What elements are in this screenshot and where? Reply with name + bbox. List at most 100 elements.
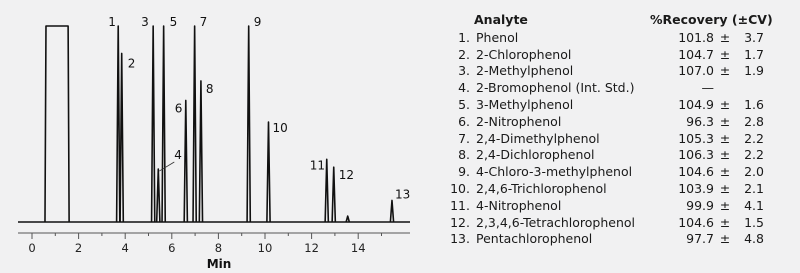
x-tick-label: 0 [28,241,35,255]
analyte-name: Phenol [476,29,519,45]
x-tick-label: 4 [122,241,129,255]
recovery-value: 103.9 [678,180,714,196]
table-row: 1. Phenol 101.8 ±3.7 [448,30,793,47]
peak-label-11: 11 [310,158,325,172]
peak-label-8: 8 [206,82,214,96]
table-body: 1. Phenol 101.8 ±3.7 2. 2-Chlorophenol 104.7 ±1… [448,30,793,248]
analyte-name: 2-Bromophenol (Int. Std.) [476,80,635,96]
plus-minus: ± [719,46,731,62]
peak-label-1: 1 [108,15,116,29]
cv-value: 1.6 [744,96,764,112]
row-number: 12. [450,214,470,230]
recovery-value: 99.9 [686,197,714,213]
peak-minor-12 [345,215,351,223]
plus-minus: ± [719,164,731,180]
analyte-name: Pentachlorophenol [476,231,593,247]
cv-value: 2.8 [744,113,764,129]
peak-label-4: 4 [174,148,182,162]
cv-value: 2.0 [744,164,764,180]
recovery-value: 105.3 [678,130,714,146]
header-recovery: %Recovery (±CV) [650,12,773,27]
analyte-name: 2,4-Dimethylphenol [476,130,600,146]
table-row: 13. Pentachlorophenol 97.7 ±4.8 [448,231,793,248]
table-row: 7. 2,4-Dimethylphenol 105.3 ±2.2 [448,131,793,148]
row-number: 1. [458,29,470,45]
analyte-name: 2-Nitrophenol [476,113,562,129]
row-number: 5. [458,96,470,112]
analyte-name: 3-Methylphenol [476,96,574,112]
row-number: 4. [458,80,470,96]
plus-minus: ± [719,147,731,163]
plus-minus: ± [719,113,731,129]
peak-5 [161,25,167,223]
x-tick-label: 12 [304,241,319,255]
row-number: 9. [458,164,470,180]
peak-1 [115,25,121,223]
plus-minus: ± [719,29,731,45]
peak-label-3: 3 [141,15,149,29]
peak-label-6: 6 [175,101,183,115]
recovery-value: — [701,80,715,96]
peak-label-9: 9 [254,15,262,29]
row-number: 8. [458,147,470,163]
analyte-name: 2-Chlorophenol [476,46,572,62]
recovery-value: 104.6 [678,214,714,230]
x-tick-label: 6 [168,241,175,255]
recovery-value: 101.8 [678,29,714,45]
cv-value: 1.9 [744,63,764,79]
peak-7 [192,25,198,223]
analyte-name: 2,3,4,6-Tetrachlorophenol [476,214,636,230]
peak-4-leader [159,161,175,172]
peak-6 [183,99,189,223]
plus-minus: ± [719,197,731,213]
recovery-value: 104.7 [678,46,714,62]
cv-value: 1.7 [744,46,764,62]
peak-10 [266,121,271,223]
cv-value: 4.1 [744,197,764,213]
x-axis-label: Min [207,257,232,271]
cv-value: 4.8 [744,231,764,247]
peak-11 [324,158,330,223]
row-number: 10. [450,180,470,196]
recovery-value: 97.7 [686,231,714,247]
peak-label-7: 7 [200,15,208,29]
plus-minus: ± [719,96,731,112]
analyte-name: 2,4,6-Trichlorophenol [476,180,607,196]
row-number: 2. [458,46,470,62]
recovery-value: 96.3 [686,113,714,129]
trace-layer [18,25,410,223]
recovery-value: 107.0 [678,63,714,79]
plus-minus: ± [719,130,731,146]
header-analyte: Analyte [474,12,528,27]
peak-3 [150,25,156,223]
row-number: 13. [450,231,470,247]
plus-minus: ± [719,231,731,247]
cv-value: 2.2 [744,130,764,146]
peak-8 [198,80,204,223]
peak-label-12: 12 [339,168,354,182]
cv-value: 3.7 [744,29,764,45]
recovery-value: 104.9 [678,96,714,112]
peak-label-10: 10 [272,121,287,135]
peak-2 [119,52,125,223]
peak-label-5: 5 [170,15,178,29]
row-number: 7. [458,130,470,146]
peak-label-2: 2 [128,56,136,70]
row-number: 3. [458,63,470,79]
plus-minus: ± [719,180,731,196]
table-row: 5. 3-Methylphenol 104.9 ±1.6 [448,97,793,114]
recovery-value: 106.3 [678,147,714,163]
peak-12 [331,166,337,223]
recovery-table: Analyte %Recovery (±CV) 1. Phenol 101.8 ±3.… [448,12,793,248]
analyte-name: 4-Nitrophenol [476,197,562,213]
table-row: 4. 2-Bromophenol (Int. Std.) — [448,80,793,97]
x-tick-label: 8 [215,241,222,255]
analyte-name: 4-Chloro-3-methylphenol [476,164,633,180]
